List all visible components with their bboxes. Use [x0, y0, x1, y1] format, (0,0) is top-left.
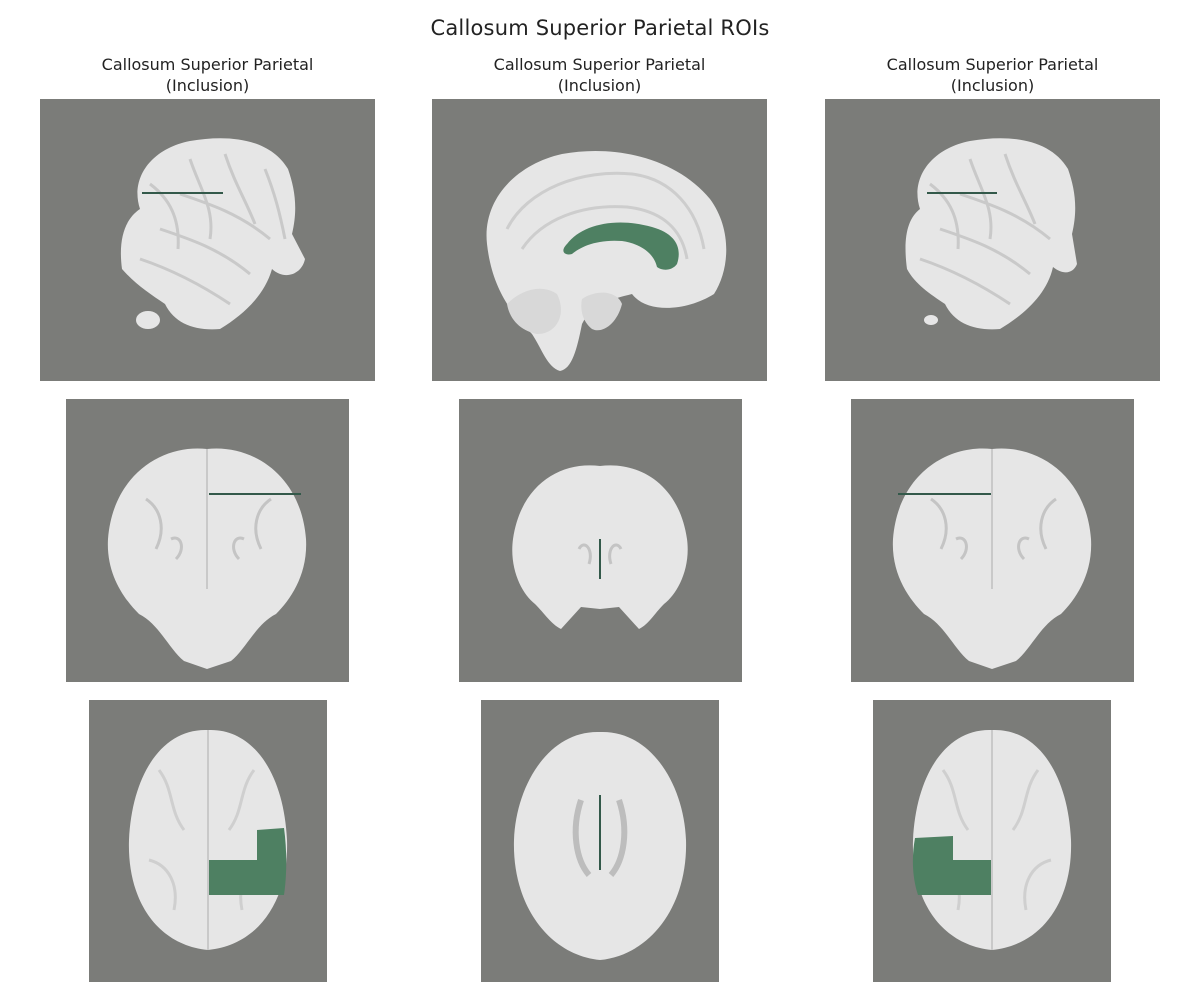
column-title-3-line2: (Inclusion) — [950, 76, 1035, 95]
axial-panel-3 — [873, 700, 1111, 982]
column-title-2-line1: Callosum Superior Parietal — [493, 55, 706, 74]
brain-lateral-surface — [120, 138, 305, 330]
axial-panel-2 — [481, 700, 719, 982]
column-title-2: Callosum Superior Parietal (Inclusion) — [432, 54, 767, 96]
column-title-1-line2: (Inclusion) — [165, 76, 250, 95]
corpus-callosum-roi — [563, 222, 679, 270]
coronal-panel-1 — [66, 399, 349, 682]
sagittal-panel-2 — [432, 99, 767, 381]
coronal-panel-2 — [459, 399, 742, 682]
column-title-1: Callosum Superior Parietal (Inclusion) — [40, 54, 375, 96]
column-title-2-line2: (Inclusion) — [557, 76, 642, 95]
coronal-panel-3 — [851, 399, 1134, 682]
axial-panel-1 — [89, 700, 327, 982]
column-title-3: Callosum Superior Parietal (Inclusion) — [825, 54, 1160, 96]
column-title-1-line1: Callosum Superior Parietal — [101, 55, 314, 74]
column-title-3-line1: Callosum Superior Parietal — [886, 55, 1099, 74]
figure-title: Callosum Superior Parietal ROIs — [430, 16, 770, 40]
sagittal-panel-1 — [40, 99, 375, 381]
right-parietal-roi — [209, 828, 287, 895]
sagittal-panel-3 — [825, 99, 1160, 381]
left-parietal-roi — [912, 836, 991, 895]
